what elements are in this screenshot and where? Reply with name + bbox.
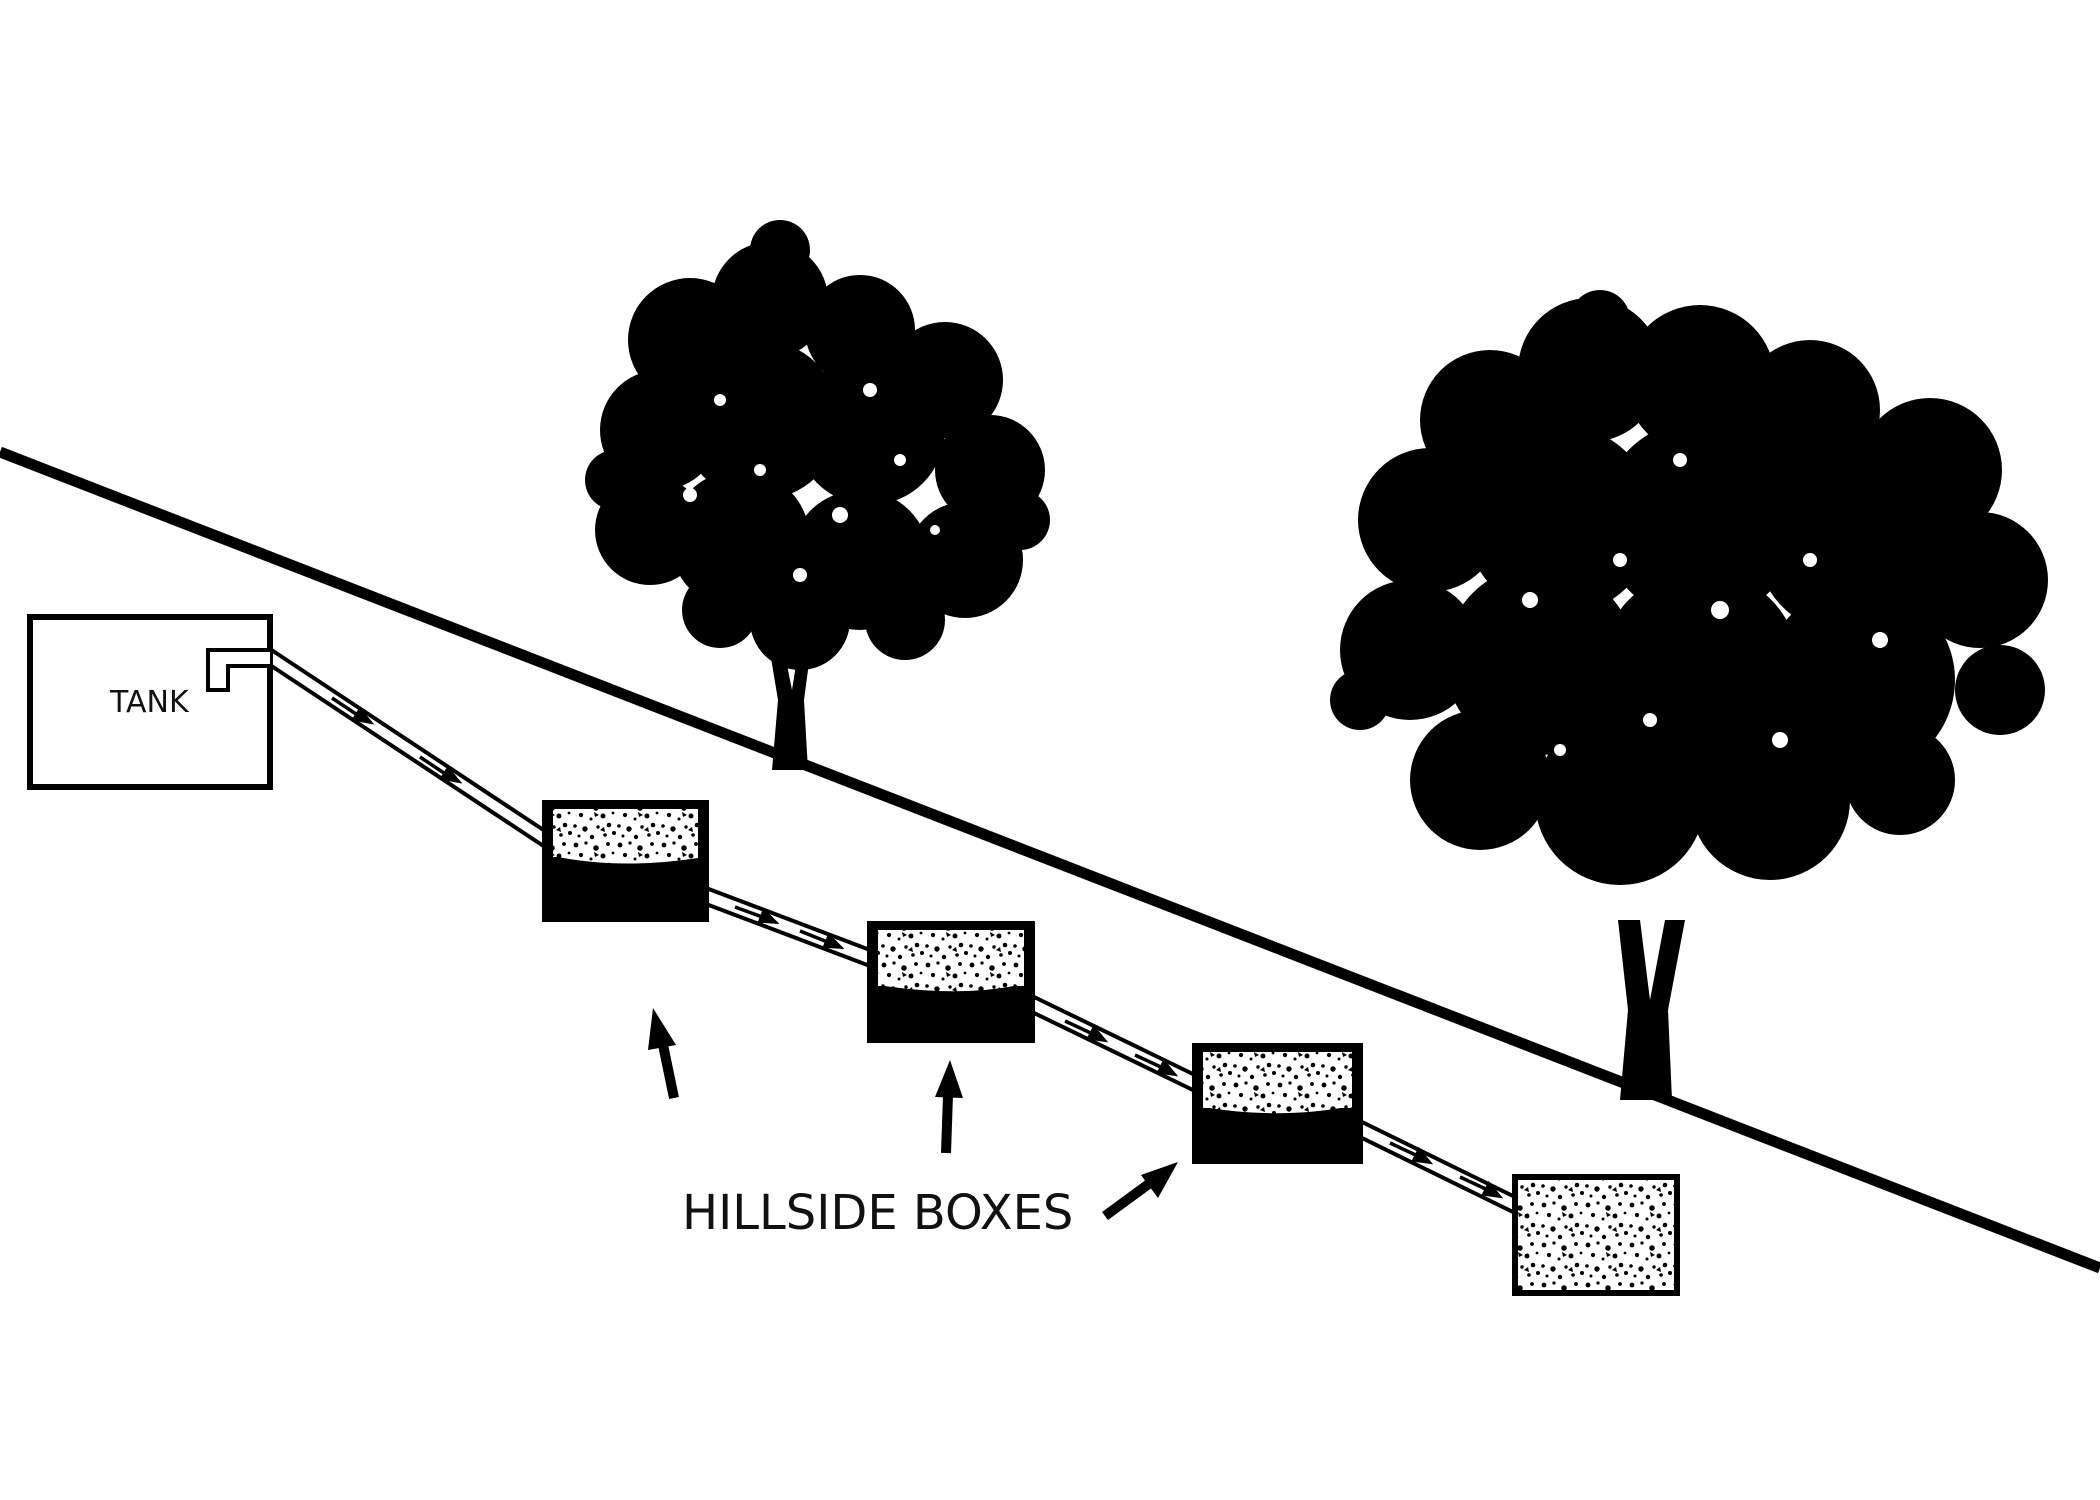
- hillside-box: [1512, 1174, 1680, 1296]
- tree-silhouette-icon: [585, 220, 1050, 770]
- hillside-box: [867, 921, 1035, 1043]
- tank-label: TANK: [109, 685, 190, 720]
- hillside-ground-line: [0, 446, 2100, 1274]
- hillside-box: [1192, 1043, 1363, 1164]
- arrow-icon: [1102, 1162, 1178, 1221]
- arrow-icon: [648, 1008, 679, 1100]
- hillside-box: [542, 800, 709, 922]
- arrow-icon: [935, 1060, 963, 1154]
- septic-tank: TANK: [27, 614, 273, 790]
- hillside-boxes-label: HILLSIDE BOXES: [682, 1185, 1073, 1241]
- tree-silhouette-icon: [1330, 290, 2048, 1100]
- flow-arrow-icons: [331, 696, 1504, 1199]
